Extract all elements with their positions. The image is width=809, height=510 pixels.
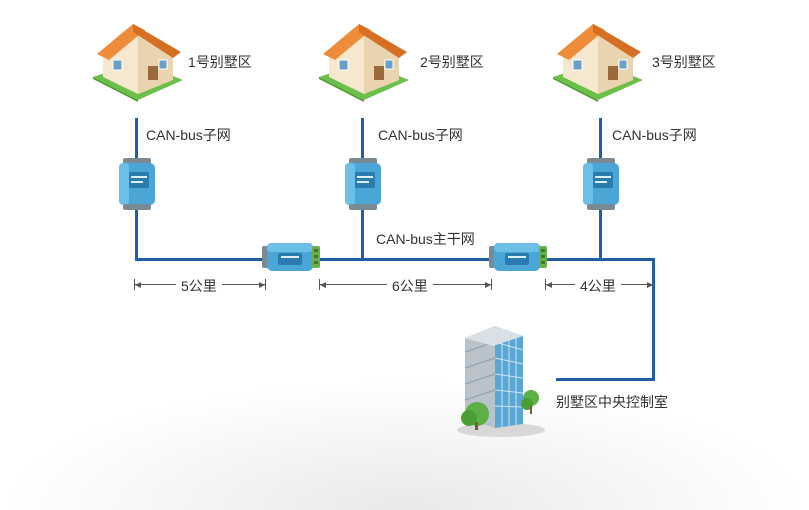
floor-shadow: [0, 380, 809, 510]
villa-1-subnet-label: CAN-bus子网: [146, 127, 231, 143]
villa-1-label: 1号别墅区: [188, 54, 252, 70]
distance-label-3: 4公里: [575, 276, 621, 296]
distance-label-2: 6公里: [387, 276, 433, 296]
house-icon: [93, 24, 183, 102]
villa-3-label: 3号别墅区: [652, 54, 716, 70]
distance-label-1: 5公里: [176, 276, 222, 296]
can-repeater-icon: [262, 243, 320, 271]
control-room-label: 别墅区中央控制室: [556, 394, 668, 410]
house-icon: [319, 24, 409, 102]
villa-2-subnet-label: CAN-bus子网: [378, 127, 463, 143]
can-converter-icon: [583, 158, 619, 210]
villa-3-subnet-label: CAN-bus子网: [612, 127, 697, 143]
can-converter-icon: [345, 158, 381, 210]
can-repeater-icon: [489, 243, 547, 271]
office-building-icon: [457, 326, 545, 437]
can-converter-icon: [119, 158, 155, 210]
villa-2-label: 2号别墅区: [420, 54, 484, 70]
backbone-label: CAN-bus主干网: [376, 231, 475, 247]
house-icon: [553, 24, 643, 102]
